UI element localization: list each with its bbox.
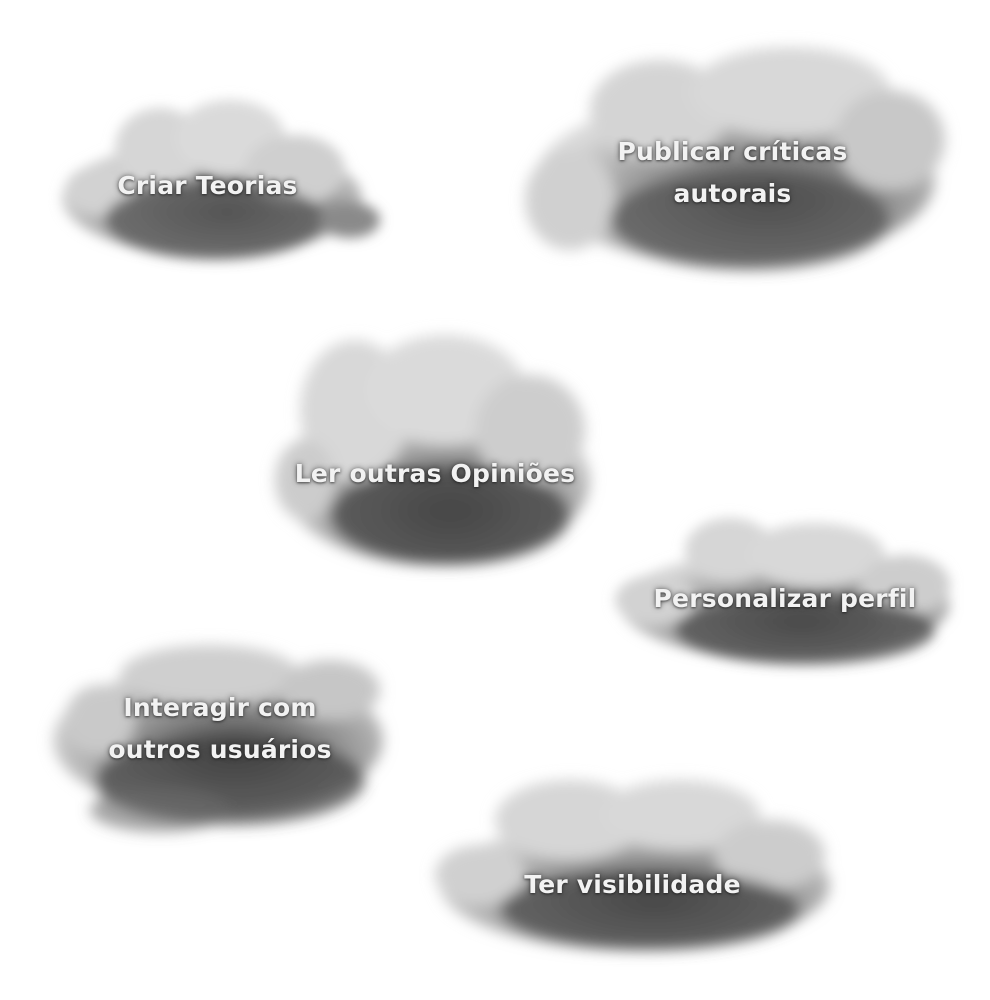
cloud-label-personalizar-perfil: Personalizar perfil (605, 578, 965, 620)
cloud-label-line: Interagir com (123, 692, 317, 722)
cloud-label-ter-visibilidade: Ter visibilidade (420, 864, 850, 906)
cloud-interagir-usuarios: Interagir com outros usuários (40, 630, 395, 840)
cloud-label-line: Publicar críticas (617, 137, 848, 166)
cloud-criar-teorias: Criar Teorias (40, 80, 385, 280)
cloud-shape (62, 100, 380, 260)
cloud-label-line: Ter visibilidade (524, 870, 741, 899)
cloud-publicar-criticas: Publicar críticas autorais (510, 30, 955, 290)
cloud-shape (275, 335, 590, 565)
cloud-label-line: Criar Teorias (117, 171, 298, 200)
cloud-label-line: Personalizar perfil (653, 583, 917, 613)
cloud-label-publicar-criticas: Publicar críticas autorais (510, 131, 955, 215)
cloud-label-line: autorais (673, 179, 792, 208)
cloud-label-line: outros usuários (108, 734, 332, 764)
cloud-ter-visibilidade: Ter visibilidade (420, 765, 850, 965)
cloud-label-criar-teorias: Criar Teorias (40, 165, 385, 207)
cloud-shape (53, 645, 383, 832)
cloud-label-ler-opinioes: Ler outras Opiniões (265, 453, 605, 495)
cloud-shape (615, 518, 950, 665)
cloud-label-interagir-usuarios: Interagir com outros usuários (40, 687, 395, 771)
cloud-shape (525, 47, 945, 270)
cloud-personalizar-perfil: Personalizar perfil (605, 505, 965, 675)
cloud-ler-opinioes: Ler outras Opiniões (265, 320, 605, 585)
cloud-shape (435, 780, 830, 950)
cloud-label-line: Ler outras Opiniões (294, 458, 576, 488)
